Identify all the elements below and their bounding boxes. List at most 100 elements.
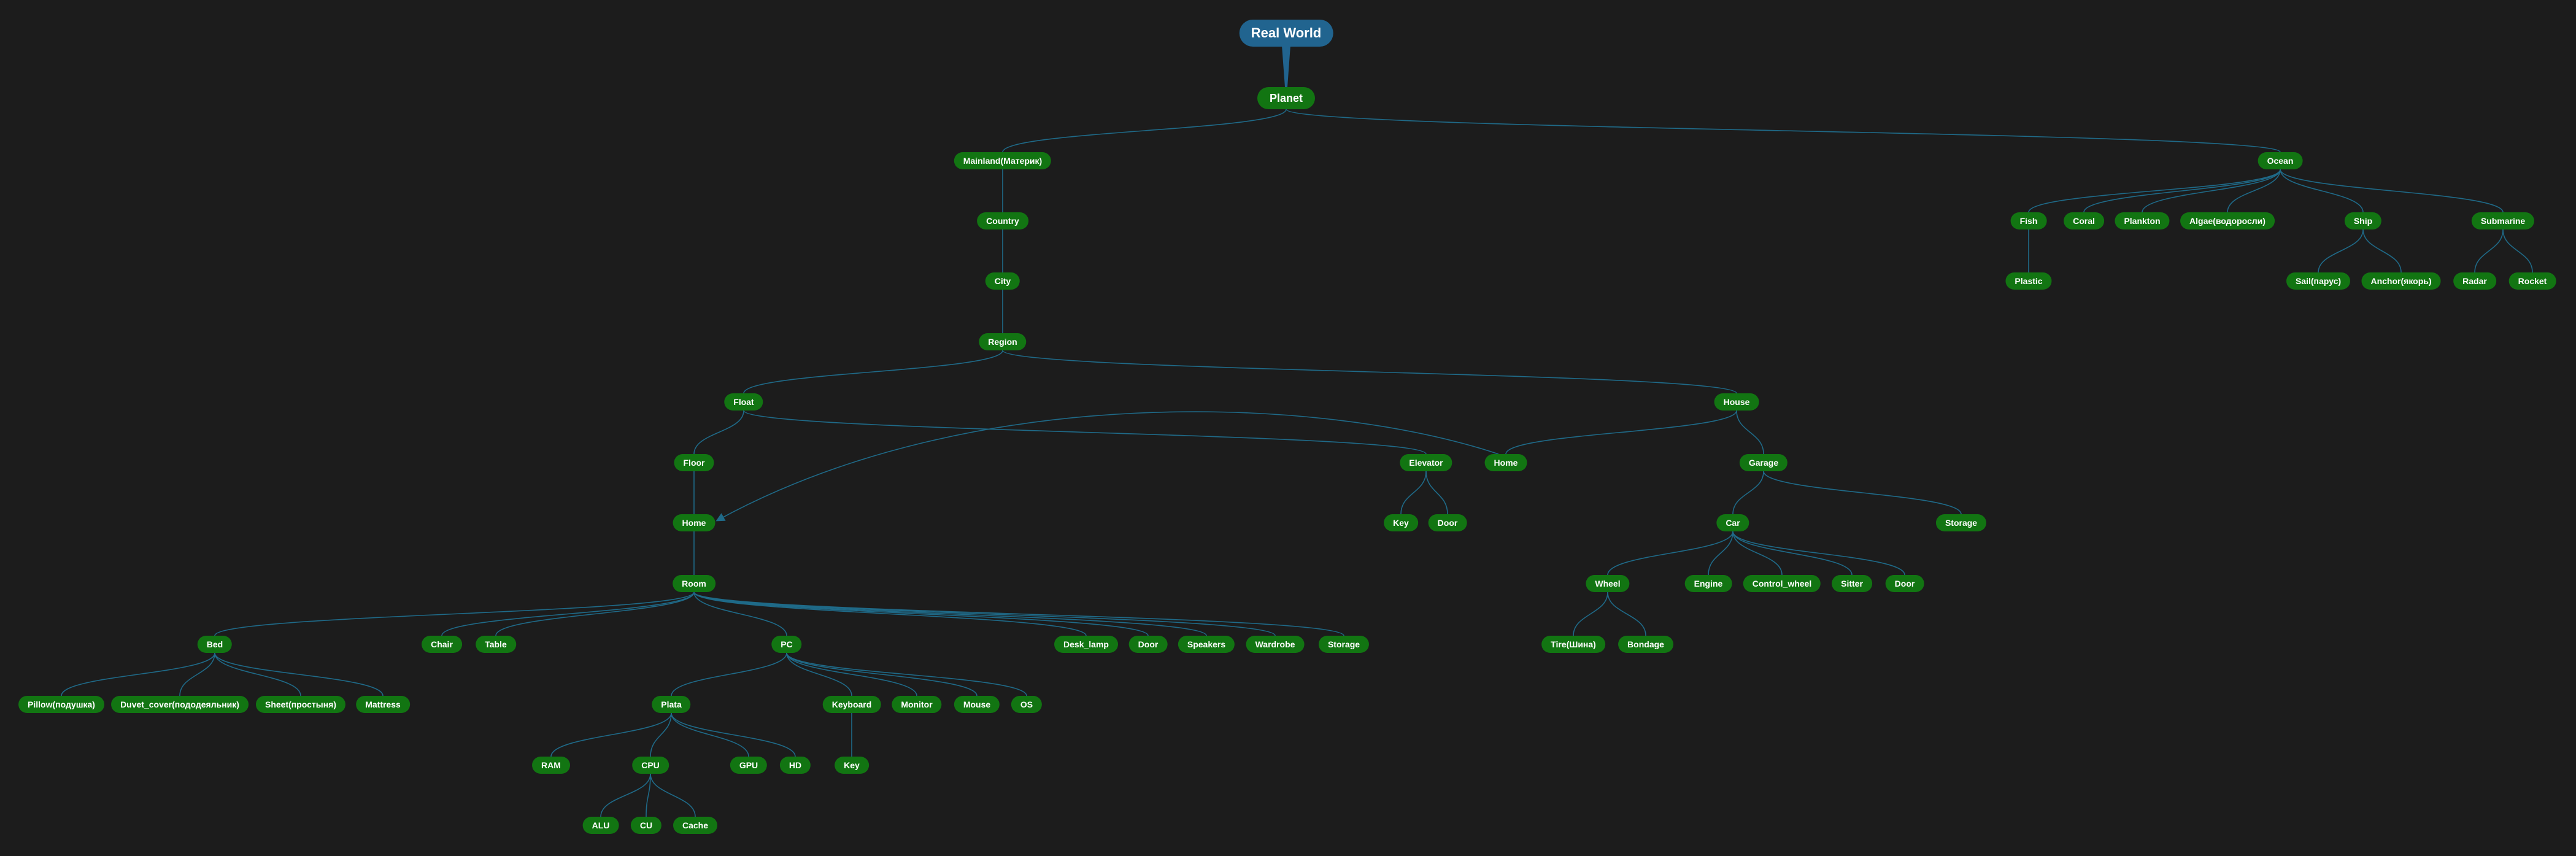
node-gpu[interactable]: GPU xyxy=(730,757,768,774)
node-cu[interactable]: CU xyxy=(630,817,662,834)
node-elevator[interactable]: Elevator xyxy=(1400,454,1452,471)
node-home[interactable]: Home xyxy=(673,514,715,531)
edge-submarine-radar xyxy=(2474,229,2504,273)
node-ocean[interactable]: Ocean xyxy=(2258,152,2303,169)
edge-garage-storage_garage xyxy=(1763,471,1962,515)
node-bondage[interactable]: Bondage xyxy=(1618,636,1673,653)
node-sheet[interactable]: Sheet(простыня) xyxy=(255,696,346,713)
edge-house-house_home xyxy=(1505,410,1737,455)
node-ship[interactable]: Ship xyxy=(2344,212,2382,229)
node-floor[interactable]: Floor xyxy=(674,454,714,471)
edge-submarine-rocket xyxy=(2502,229,2533,273)
node-monitor[interactable]: Monitor xyxy=(892,696,942,713)
node-desk-lamp[interactable]: Desk_lamp xyxy=(1054,636,1118,653)
node-garage[interactable]: Garage xyxy=(1739,454,1788,471)
node-house-home[interactable]: Home xyxy=(1484,454,1527,471)
node-radar[interactable]: Radar xyxy=(2453,272,2496,290)
node-tire[interactable]: Tire(Шина) xyxy=(1541,636,1605,653)
node-mouse[interactable]: Mouse xyxy=(954,696,1000,713)
node-bed[interactable]: Bed xyxy=(197,636,233,653)
node-algae[interactable]: Algae(водоросли) xyxy=(2180,212,2275,229)
node-cache[interactable]: Cache xyxy=(673,817,718,834)
node-chair[interactable]: Chair xyxy=(422,636,462,653)
edge-ocean-ship xyxy=(2280,169,2364,213)
edge-cpu-cu xyxy=(646,773,651,817)
node-float[interactable]: Float xyxy=(724,393,763,411)
node-garage-storage[interactable]: Storage xyxy=(1935,514,1987,531)
node-car-door[interactable]: Door xyxy=(1885,575,1924,592)
node-fish[interactable]: Fish xyxy=(2010,212,2047,229)
node-room[interactable]: Room xyxy=(673,575,715,592)
node-engine[interactable]: Engine xyxy=(1684,575,1732,592)
edge-bed-sheet xyxy=(214,652,301,696)
edge-ocean-plankton xyxy=(2142,169,2281,213)
node-mattress[interactable]: Mattress xyxy=(356,696,410,713)
edge-cpu-alu xyxy=(600,773,651,817)
node-keyboard[interactable]: Keyboard xyxy=(822,696,881,713)
node-duvet-cover[interactable]: Duvet_cover(пододеяльник) xyxy=(111,696,249,713)
node-cpu[interactable]: CPU xyxy=(632,757,669,774)
edge-pc-mouse xyxy=(786,652,978,696)
node-sitter[interactable]: Sitter xyxy=(1832,575,1872,592)
node-rocket[interactable]: Rocket xyxy=(2509,272,2556,290)
node-elevator-key[interactable]: Key xyxy=(1384,514,1418,531)
node-plastic[interactable]: Plastic xyxy=(2005,272,2052,290)
edge-bed-duvet_cover xyxy=(179,652,215,696)
node-wardrobe[interactable]: Wardrobe xyxy=(1246,636,1305,653)
edge-pc-monitor xyxy=(786,652,917,696)
edge-wheel-bondage xyxy=(1607,592,1646,636)
edge-cpu-cache xyxy=(650,773,696,817)
edge-pc-os xyxy=(786,652,1027,696)
node-elevator-door[interactable]: Door xyxy=(1428,514,1467,531)
edge-car-engine xyxy=(1708,531,1733,576)
edge-bed-pillow xyxy=(61,652,215,696)
node-anchor[interactable]: Anchor(якорь) xyxy=(2361,272,2441,290)
edge-ocean-submarine xyxy=(2280,169,2504,213)
node-ram[interactable]: RAM xyxy=(532,757,570,774)
node-table[interactable]: Table xyxy=(476,636,516,653)
edge-elevator-elevator_door xyxy=(1425,471,1448,515)
edge-room-pc xyxy=(693,592,787,636)
edge-plata-hd xyxy=(671,712,796,757)
node-car[interactable]: Car xyxy=(1716,514,1749,531)
node-plankton[interactable]: Plankton xyxy=(2115,212,2170,229)
node-keyboard-key[interactable]: Key xyxy=(835,757,869,774)
node-real-world[interactable]: Real World xyxy=(1239,20,1333,47)
edge-room-desk_lamp xyxy=(693,592,1087,636)
node-pc[interactable]: PC xyxy=(771,636,802,653)
node-submarine[interactable]: Submarine xyxy=(2471,212,2535,229)
cross-link-home-home xyxy=(715,411,1499,522)
edge-planet-mainland xyxy=(1002,109,1287,153)
node-mainland[interactable]: Mainland(Материк) xyxy=(954,152,1052,169)
node-control-wheel[interactable]: Control_wheel xyxy=(1743,575,1821,592)
node-plata[interactable]: Plata xyxy=(652,696,691,713)
edge-bed-mattress xyxy=(214,652,384,696)
node-sail[interactable]: Sail(парус) xyxy=(2286,272,2351,290)
node-alu[interactable]: ALU xyxy=(582,817,619,834)
node-house[interactable]: House xyxy=(1714,393,1759,411)
node-country[interactable]: Country xyxy=(977,212,1028,229)
edge-room-room_door xyxy=(693,592,1149,636)
edge-plata-cpu xyxy=(650,712,672,757)
edge-wheel-tire xyxy=(1573,592,1608,636)
edge-room-chair xyxy=(441,592,695,636)
node-city[interactable]: City xyxy=(985,272,1020,290)
edge-room-table xyxy=(495,592,695,636)
node-wheel[interactable]: Wheel xyxy=(1586,575,1630,592)
node-planet[interactable]: Planet xyxy=(1257,87,1316,109)
edge-real_world-planet xyxy=(1282,45,1290,87)
edge-region-house xyxy=(1002,350,1737,394)
node-room-door[interactable]: Door xyxy=(1128,636,1168,653)
node-speakers[interactable]: Speakers xyxy=(1178,636,1235,653)
node-hd[interactable]: HD xyxy=(779,757,811,774)
node-region[interactable]: Region xyxy=(979,333,1027,350)
node-pillow[interactable]: Pillow(подушка) xyxy=(18,696,104,713)
node-os[interactable]: OS xyxy=(1011,696,1043,713)
node-coral[interactable]: Coral xyxy=(2064,212,2104,229)
edge-ocean-algae xyxy=(2227,169,2281,213)
edge-ocean-fish xyxy=(2028,169,2281,213)
edge-elevator-elevator_key xyxy=(1400,471,1427,515)
edge-plata-gpu xyxy=(671,712,749,757)
node-room-storage[interactable]: Storage xyxy=(1318,636,1370,653)
